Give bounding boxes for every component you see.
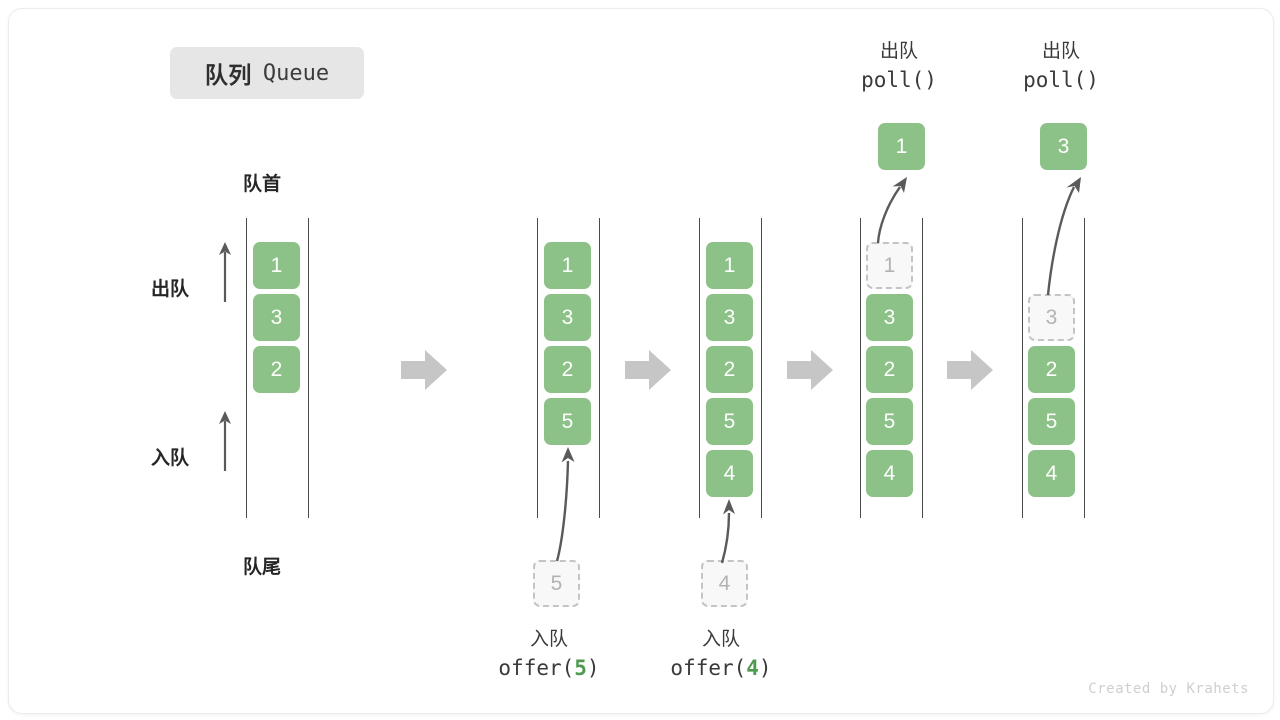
poll-curved-arrow-icon xyxy=(876,177,907,244)
queue-item-new: 4 xyxy=(706,450,753,497)
queue-rail-right-5 xyxy=(1084,218,1085,518)
operation-poll-1-cn: 出队 xyxy=(879,41,918,62)
queue-item: 3 xyxy=(706,294,753,341)
dequeue-arrow-icon xyxy=(219,242,231,302)
queue-item-new: 5 xyxy=(544,398,591,445)
queue-item: 2 xyxy=(866,346,913,393)
operation-poll-2: 出队 poll() xyxy=(971,39,1151,96)
queue-item: 4 xyxy=(1028,450,1075,497)
queue-rail-left-5 xyxy=(1022,218,1023,518)
operation-poll-2-code: poll() xyxy=(1023,67,1099,92)
popped-item: 3 xyxy=(1040,123,1087,170)
operation-poll-1-code: poll() xyxy=(861,67,937,92)
queue-rail-right-3 xyxy=(761,218,762,518)
queue-rail-right-2 xyxy=(599,218,600,518)
ghost-item-poll: 3 xyxy=(1028,294,1075,341)
rear-label: 队尾 xyxy=(243,557,282,578)
queue-item: 3 xyxy=(253,294,300,341)
queue-item: 5 xyxy=(866,398,913,445)
title-en: Queue xyxy=(262,60,330,86)
queue-item: 5 xyxy=(706,398,753,445)
operation-poll-2-cn: 出队 xyxy=(1041,41,1080,62)
operation-offer-4-cn: 入队 xyxy=(701,629,740,650)
ghost-item-offer: 5 xyxy=(533,560,580,607)
queue-item: 1 xyxy=(544,242,591,289)
flow-arrow-icon xyxy=(625,350,671,390)
enqueue-arrow-icon xyxy=(219,411,231,471)
ghost-item-offer: 4 xyxy=(701,560,748,607)
popped-item: 1 xyxy=(878,123,925,170)
operation-offer-4: 入队 offer(4) xyxy=(621,627,821,684)
title-badge: 队列 Queue xyxy=(170,47,364,99)
operation-offer-5-cn: 入队 xyxy=(529,629,568,650)
ghost-item-poll: 1 xyxy=(866,242,913,289)
operation-poll-1: 出队 poll() xyxy=(809,39,989,96)
queue-item: 3 xyxy=(866,294,913,341)
queue-item: 2 xyxy=(253,346,300,393)
operation-offer-5-code: offer(5) xyxy=(498,655,600,680)
queue-item: 2 xyxy=(706,346,753,393)
front-label: 队首 xyxy=(243,174,282,195)
queue-item: 4 xyxy=(866,450,913,497)
watermark: Created by Krahets xyxy=(1088,681,1249,697)
queue-item: 1 xyxy=(253,242,300,289)
queue-item: 5 xyxy=(1028,398,1075,445)
queue-item: 2 xyxy=(1028,346,1075,393)
queue-rail-left-2 xyxy=(537,218,538,518)
queue-item: 1 xyxy=(706,242,753,289)
flow-arrow-icon xyxy=(401,350,447,390)
operation-offer-5: 入队 offer(5) xyxy=(449,627,649,684)
queue-item: 2 xyxy=(544,346,591,393)
diagram-canvas: 队列 Queue 队首 出队 入队 队尾 1 3 2 1 3 2 5 5 入队 … xyxy=(8,8,1274,714)
enqueue-label-1: 入队 xyxy=(151,448,190,469)
flow-arrow-icon xyxy=(787,350,833,390)
queue-rail-left-4 xyxy=(860,218,861,518)
queue-rail-right-1 xyxy=(308,218,309,518)
queue-rail-left-3 xyxy=(699,218,700,518)
flow-arrow-icon xyxy=(947,350,993,390)
title-cn: 队列 xyxy=(204,62,252,88)
operation-offer-4-code: offer(4) xyxy=(670,655,772,680)
queue-rail-right-4 xyxy=(922,218,923,518)
queue-item: 3 xyxy=(544,294,591,341)
enqueue-curved-arrow-icon xyxy=(555,447,575,562)
queue-rail-left-1 xyxy=(246,218,247,518)
poll-curved-arrow-icon xyxy=(1046,177,1081,296)
enqueue-curved-arrow-icon xyxy=(720,499,735,564)
dequeue-label-1: 出队 xyxy=(151,279,190,300)
